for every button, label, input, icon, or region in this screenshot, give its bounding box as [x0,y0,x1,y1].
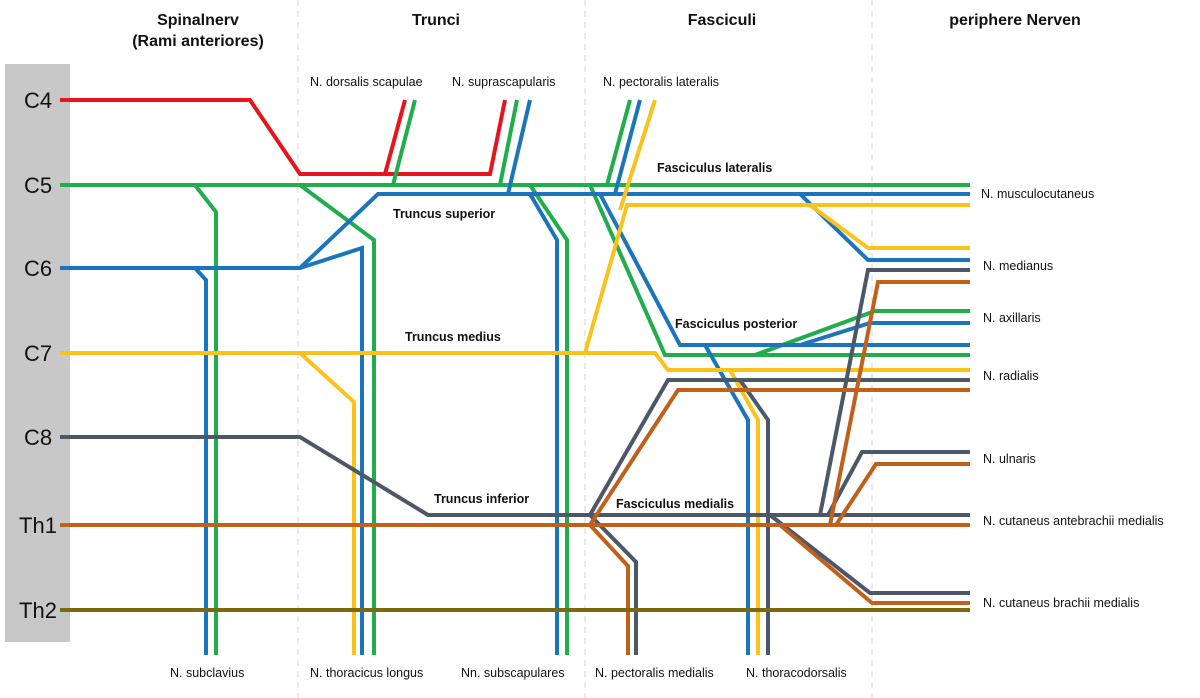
segment-label-c8: C8 [24,425,52,450]
nerve-path-c5-suprascapularis [498,99,519,186]
header-fasciculi: Fasciculi [688,12,756,29]
nerve-path-c7-lateral [583,203,970,354]
label-fasciculus-posterior: Fasciculus posterior [675,317,797,331]
nerve-path-c7-root [60,351,970,372]
nerve-path-c6-root [60,192,970,270]
label-axillaris: N. axillaris [983,311,1041,325]
label-subscapulares: Nn. subscapulares [461,666,565,680]
nerve-path-th1-medianus [828,280,970,526]
label-truncus-inferior: Truncus inferior [434,492,529,506]
segment-label-th1: Th1 [19,513,57,538]
label-truncus-medius: Truncus medius [405,330,501,344]
segment-label-th2: Th2 [19,598,57,623]
segment-label-c5: C5 [24,173,52,198]
header-trunci: Trunci [412,12,460,29]
label-medianus: N. medianus [983,259,1053,273]
header-peripheral: periphere Nerven [949,12,1081,29]
nerve-path-c7-thoracicus-longus [298,351,356,655]
nerve-path-c8-ulnaris [826,450,970,516]
nerve-path-c8-root [60,435,970,517]
nerve-path-th1-cut-brachii [778,523,970,605]
label-thoracicus-longus: N. thoracicus longus [310,666,423,680]
label-thoracodorsalis: N. thoracodorsalis [746,666,847,680]
nerve-path-c7-medianus [808,203,970,250]
nerve-path-c6-posterior [598,193,970,347]
label-dorsalis-scapulae: N. dorsalis scapulae [310,75,423,89]
segment-label-c4: C4 [24,88,52,113]
nerve-path-c8-cut-brachii [768,513,970,595]
nerve-path-c5-thoracicus-longus [298,183,376,655]
nerve-path-th1-ulnaris [834,462,970,527]
segment-label-c7: C7 [24,341,52,366]
label-fasciculus-lateralis: Fasciculus lateralis [657,161,772,175]
label-pectoralis-lateralis: N. pectoralis lateralis [603,75,719,89]
nerve-path-c7-thoracodorsalis [728,369,760,655]
nerve-path-c5-dorsalis-scapulae [391,99,417,186]
nerve-path-c8-medianus [818,268,970,516]
nerve-path-c5-subscapulares [528,183,569,655]
nerve-path-th1-radialis [588,388,970,527]
label-subclavius: N. subclavius [170,666,244,680]
segment-sidebar [5,64,70,642]
label-radialis: N. radialis [983,369,1039,383]
label-ulnaris: N. ulnaris [983,452,1036,466]
nerve-path-c5-subclavius [193,183,218,655]
nerve-path-c7-pect-lat [618,99,657,211]
label-musculocutaneus: N. musculocutaneus [981,187,1094,201]
header-spinal-line1: Spinalnerv [157,12,239,29]
nerve-path-c4-trunk [60,98,507,176]
segment-label-c6: C6 [24,256,52,281]
label-truncus-superior: Truncus superior [393,207,495,221]
nerve-path-c6-axillaris [799,321,970,347]
nerve-path-c6-subscapulares [528,192,559,655]
nerve-path-c8-posterior-radialis [588,378,970,517]
label-suprascapularis: N. suprascapularis [452,75,556,89]
nerve-path-th1-pect-med [588,523,630,655]
nerve-path-c5-pect-lat [605,99,632,186]
nerve-path-c6-suprascapularis [506,99,532,195]
nerve-path-c5-axillaris [754,309,970,357]
nerve-path-c4-dorsalis-scapulae [383,99,407,175]
nerve-path-c8-pect-med [588,513,638,655]
label-cutaneus-brachii: N. cutaneus brachii medialis [983,596,1139,610]
nerve-paths [60,98,970,655]
label-cutaneus-antebrachii: N. cutaneus antebrachii medialis [983,514,1164,528]
label-fasciculus-medialis: Fasciculus medialis [616,497,734,511]
nerve-path-c8-thoracodorsalis [738,378,770,655]
header-spinal-line2: (Rami anteriores) [132,33,264,50]
nerve-path-c6-thoracicus-longus [299,245,364,655]
nerve-path-c6-pect-lat [613,99,642,195]
label-pectoralis-medialis: N. pectoralis medialis [595,666,714,680]
nerve-path-c6-subclavius [193,266,208,655]
